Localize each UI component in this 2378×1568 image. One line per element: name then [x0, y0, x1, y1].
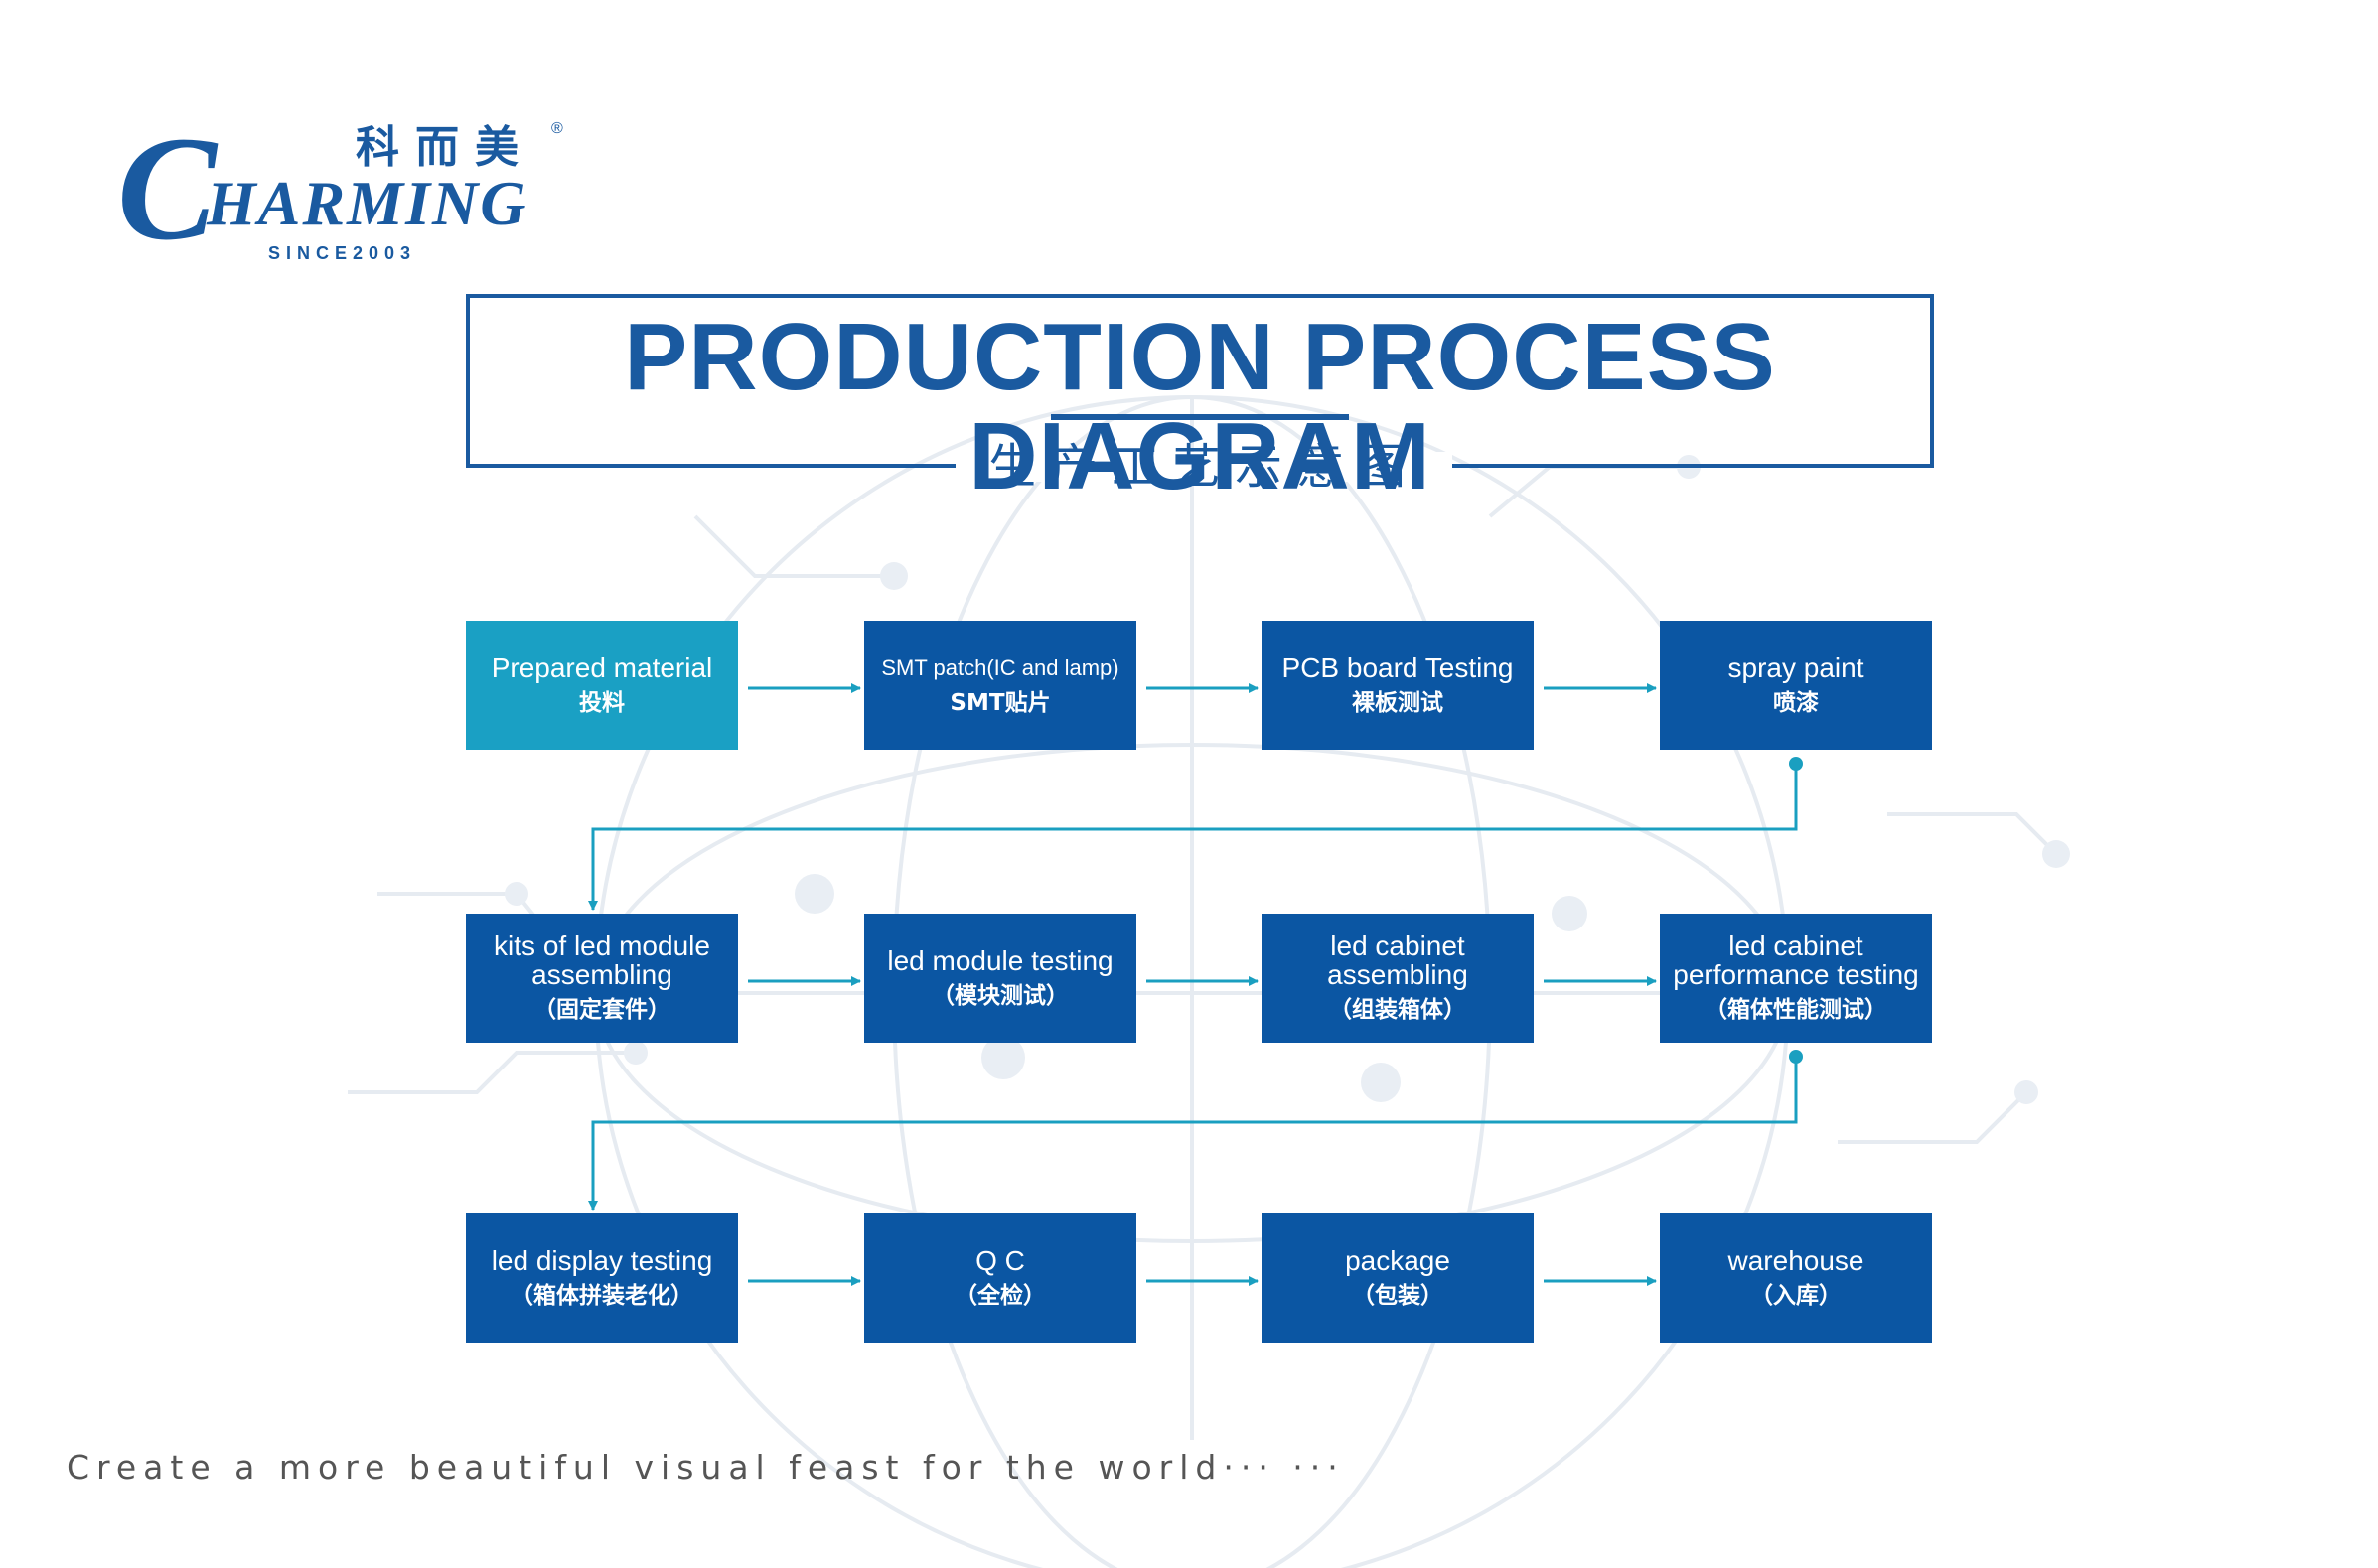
step-label-en: Prepared material — [491, 651, 713, 683]
page-subtitle: 生产工艺示意图 — [987, 439, 1419, 495]
step-led-module-testing: led module testing （模块测试） — [864, 914, 1136, 1043]
footer-slogan: Create a more beautiful visual feast for… — [67, 1448, 1345, 1487]
step-warehouse: warehouse （入库） — [1660, 1213, 1932, 1343]
logo-chinese-name: 科而美 — [356, 122, 534, 173]
step-label-cn: 投料 — [579, 689, 625, 716]
step-kits-of-led-module-assembling: kits of led module assembling （固定套件） — [466, 914, 738, 1043]
step-label-en: SMT patch(IC and lamp) — [881, 654, 1119, 680]
logo-since: SINCE2003 — [268, 243, 417, 263]
logo-wordmark: HARMING — [207, 168, 528, 238]
step-package: package （包装） — [1262, 1213, 1534, 1343]
logo-initial: C — [117, 106, 218, 271]
step-label-en: led cabinet assembling — [1327, 930, 1468, 990]
step-label-cn: （箱体拼装老化） — [511, 1282, 693, 1309]
step-label-cn: （包装） — [1352, 1282, 1443, 1309]
step-label-cn: （模块测试） — [932, 982, 1069, 1009]
step-label-cn: （箱体性能测试） — [1705, 997, 1887, 1023]
title-frame-gap — [956, 452, 1452, 482]
step-label-cn: （固定套件） — [533, 997, 670, 1023]
step-label-en: PCB board Testing — [1281, 651, 1514, 683]
step-label-cn: 喷漆 — [1773, 689, 1819, 716]
step-qc: Q C （全检） — [864, 1213, 1136, 1343]
step-led-cabinet-assembling: led cabinet assembling （组装箱体） — [1262, 914, 1534, 1043]
step-spray-paint: spray paint 喷漆 — [1660, 621, 1932, 750]
row-return-arrow — [588, 1057, 1798, 1211]
step-label-en: led cabinet performance testing — [1673, 930, 1919, 990]
registered-mark: ® — [551, 120, 563, 137]
step-label-en: warehouse — [1727, 1244, 1864, 1276]
step-prepared-material: Prepared material 投料 — [466, 621, 738, 750]
row-return-arrow — [588, 764, 1798, 911]
step-label-en: led module testing — [887, 944, 1114, 976]
step-label-cn: SMT贴片 — [950, 689, 1051, 716]
step-label-en: spray paint — [1727, 651, 1864, 683]
step-label-cn: （全检） — [955, 1282, 1046, 1309]
step-label-cn: （入库） — [1750, 1282, 1842, 1309]
step-label-cn: 裸板测试 — [1352, 689, 1443, 716]
brand-logo: C HARMING 科而美 ® SINCE2003 — [117, 114, 584, 273]
step-led-cabinet-performance-testing: led cabinet performance testing （箱体性能测试） — [1660, 914, 1932, 1043]
step-label-en: package — [1345, 1244, 1450, 1276]
step-label-cn: （组装箱体） — [1329, 997, 1466, 1023]
page-title: PRODUCTION PROCESS DIAGRAM — [624, 304, 1776, 509]
step-label-en: led display testing — [491, 1244, 713, 1276]
step-label-en: kits of led module assembling — [494, 930, 710, 990]
step-pcb-board-testing: PCB board Testing 裸板测试 — [1262, 621, 1534, 750]
step-label-en: Q C — [975, 1244, 1025, 1276]
step-led-display-testing: led display testing （箱体拼装老化） — [466, 1213, 738, 1343]
step-smt-patch: SMT patch(IC and lamp) SMT贴片 — [864, 621, 1136, 750]
title-underline — [1051, 414, 1349, 420]
